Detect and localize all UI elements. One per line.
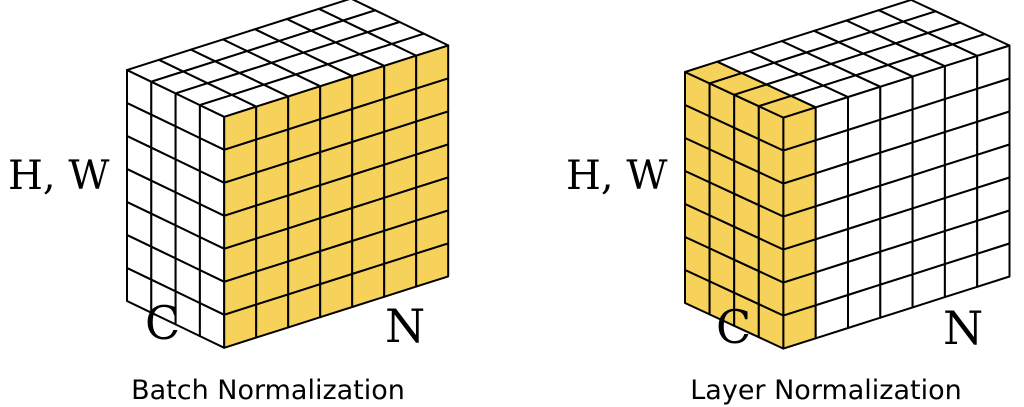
layer-c-label: C — [716, 300, 751, 354]
layer-hw-label: H, W — [566, 153, 667, 199]
front-face-cell — [976, 242, 1011, 288]
layer-n-label: N — [943, 301, 983, 355]
batch-norm-panel: H, W C N Batch Normalization — [8, 0, 450, 406]
batch-hw-label: H, W — [8, 153, 109, 199]
batch-c-label: C — [145, 296, 180, 350]
top-face-cell — [390, 32, 450, 57]
batch-n-label: N — [385, 299, 425, 353]
layer-norm-caption: Layer Normalization — [690, 375, 962, 406]
layer-norm-cube — [684, 0, 1011, 350]
top-face-cell — [951, 33, 1011, 57]
front-face-cell — [415, 242, 450, 288]
layer-norm-panel: H, W C N Layer Normalization — [566, 0, 1011, 406]
batch-norm-cube — [126, 0, 450, 349]
batch-norm-caption: Batch Normalization — [131, 375, 405, 406]
